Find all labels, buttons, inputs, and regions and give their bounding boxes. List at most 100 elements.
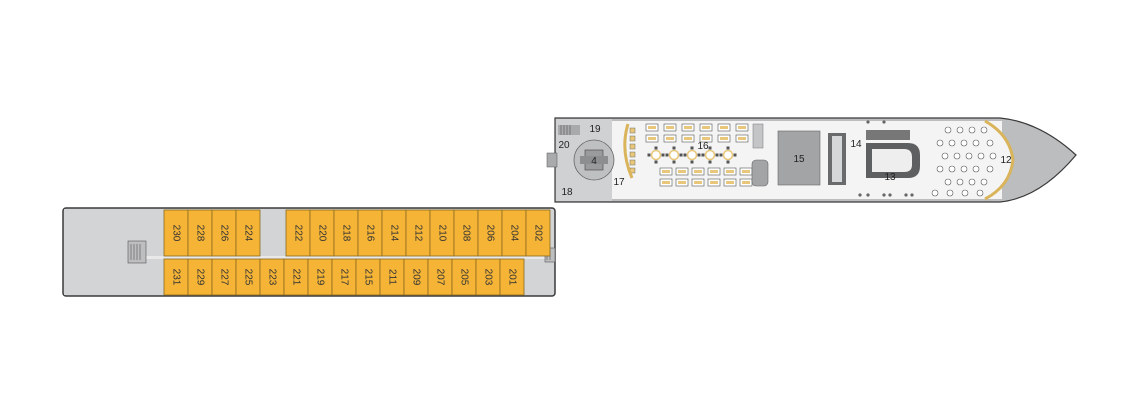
dining-chair <box>648 137 656 140</box>
cabin-229[interactable] <box>187 258 213 296</box>
lounge-chair <box>948 139 956 147</box>
cabin-label-221: 221 <box>290 269 301 286</box>
cabin-label-217: 217 <box>338 269 349 286</box>
corridor <box>146 256 554 259</box>
bench-seat <box>629 143 636 150</box>
cabin-219[interactable] <box>307 258 333 296</box>
area-label-16: 16 <box>697 141 709 152</box>
cabin-label-210: 210 <box>436 225 447 242</box>
dining-chair <box>672 146 676 150</box>
cabin-202[interactable] <box>525 209 551 257</box>
round-table <box>650 149 662 161</box>
lounge-chair <box>961 189 969 197</box>
dining-chair <box>702 126 710 129</box>
public-stairs <box>546 125 580 168</box>
bar <box>828 130 920 185</box>
cabin-label-216: 216 <box>364 225 375 242</box>
dining-chair <box>719 153 723 157</box>
cabin-label-222: 222 <box>292 225 303 242</box>
dining-chair <box>733 153 737 157</box>
lounge-chair <box>960 165 968 173</box>
bench-seat <box>629 151 636 158</box>
cabin-214[interactable] <box>381 209 407 257</box>
dining-bench <box>623 123 634 179</box>
bow-window-arc <box>984 119 1015 201</box>
dining-chair <box>678 181 686 184</box>
dining-chair <box>697 153 701 157</box>
dining-chair <box>701 153 705 157</box>
cabin-label-227: 227 <box>218 269 229 286</box>
cabin-223[interactable] <box>259 258 285 296</box>
cabin-218[interactable] <box>333 209 359 257</box>
cabin-label-205: 205 <box>458 269 469 286</box>
cabin-206[interactable] <box>477 209 503 257</box>
dining-chair <box>708 146 712 150</box>
dining-chair <box>654 160 658 164</box>
cabin-label-204: 204 <box>508 225 519 242</box>
cabin-label-230: 230 <box>170 225 181 242</box>
dining-chair <box>662 170 670 173</box>
lounge-chair <box>944 126 952 134</box>
cabin-label-202: 202 <box>532 225 543 242</box>
cabin-221[interactable] <box>283 258 309 296</box>
lounge-chair <box>972 165 980 173</box>
cabin-label-229: 229 <box>194 269 205 286</box>
cabin-201[interactable] <box>499 258 525 296</box>
dining-chair <box>742 170 750 173</box>
cabin-209[interactable] <box>403 258 429 296</box>
lounge-chair <box>972 139 980 147</box>
cabin-204[interactable] <box>501 209 527 257</box>
area-label-12: 12 <box>1000 155 1012 166</box>
cabin-220[interactable] <box>309 209 335 257</box>
cabin-231[interactable] <box>163 258 189 296</box>
area-label-18: 18 <box>561 187 573 198</box>
lounge-chair <box>968 126 976 134</box>
cabin-210[interactable] <box>429 209 455 257</box>
area-label-15: 15 <box>793 154 805 165</box>
dining-chair <box>684 137 692 140</box>
dining-chair <box>648 126 656 129</box>
cabin-212[interactable] <box>405 209 431 257</box>
cabin-217[interactable] <box>331 258 357 296</box>
dining-chair <box>726 170 734 173</box>
dining-chair <box>726 160 730 164</box>
cabin-label-209: 209 <box>410 269 421 286</box>
cabin-211[interactable] <box>379 258 405 296</box>
galley-block <box>777 130 821 186</box>
cabin-label-206: 206 <box>484 225 495 242</box>
lounge-chair <box>953 152 961 160</box>
bench-seat <box>629 159 636 166</box>
round-table <box>668 149 680 161</box>
dining-chair <box>738 126 746 129</box>
cabin-label-224: 224 <box>242 225 253 242</box>
public-deck: 4 12 13 14 15 16 17 18 19 20 <box>546 117 1077 203</box>
dining-chair <box>679 153 683 157</box>
cabin-205[interactable] <box>451 258 477 296</box>
dining-furniture <box>629 123 753 187</box>
round-table <box>722 149 734 161</box>
dining-chair <box>742 181 750 184</box>
stern-stairs <box>127 240 147 264</box>
dining-chair <box>702 137 710 140</box>
cabin-label-225: 225 <box>242 269 253 286</box>
cabin-208[interactable] <box>453 209 479 257</box>
cabin-label-203: 203 <box>482 269 493 286</box>
dining-chair <box>690 160 694 164</box>
cabin-label-228: 228 <box>194 225 205 242</box>
dining-chair <box>715 153 719 157</box>
cabin-203[interactable] <box>475 258 501 296</box>
area-label-14: 14 <box>850 139 862 150</box>
dining-chair <box>684 126 692 129</box>
dining-chair <box>683 153 687 157</box>
cabin-224[interactable] <box>235 209 261 257</box>
bench-seat <box>629 135 636 142</box>
lounge-chair <box>941 152 949 160</box>
cabin-227[interactable] <box>211 258 237 296</box>
cabin-222[interactable] <box>285 209 311 257</box>
cabin-215[interactable] <box>355 258 381 296</box>
cabin-207[interactable] <box>427 258 453 296</box>
